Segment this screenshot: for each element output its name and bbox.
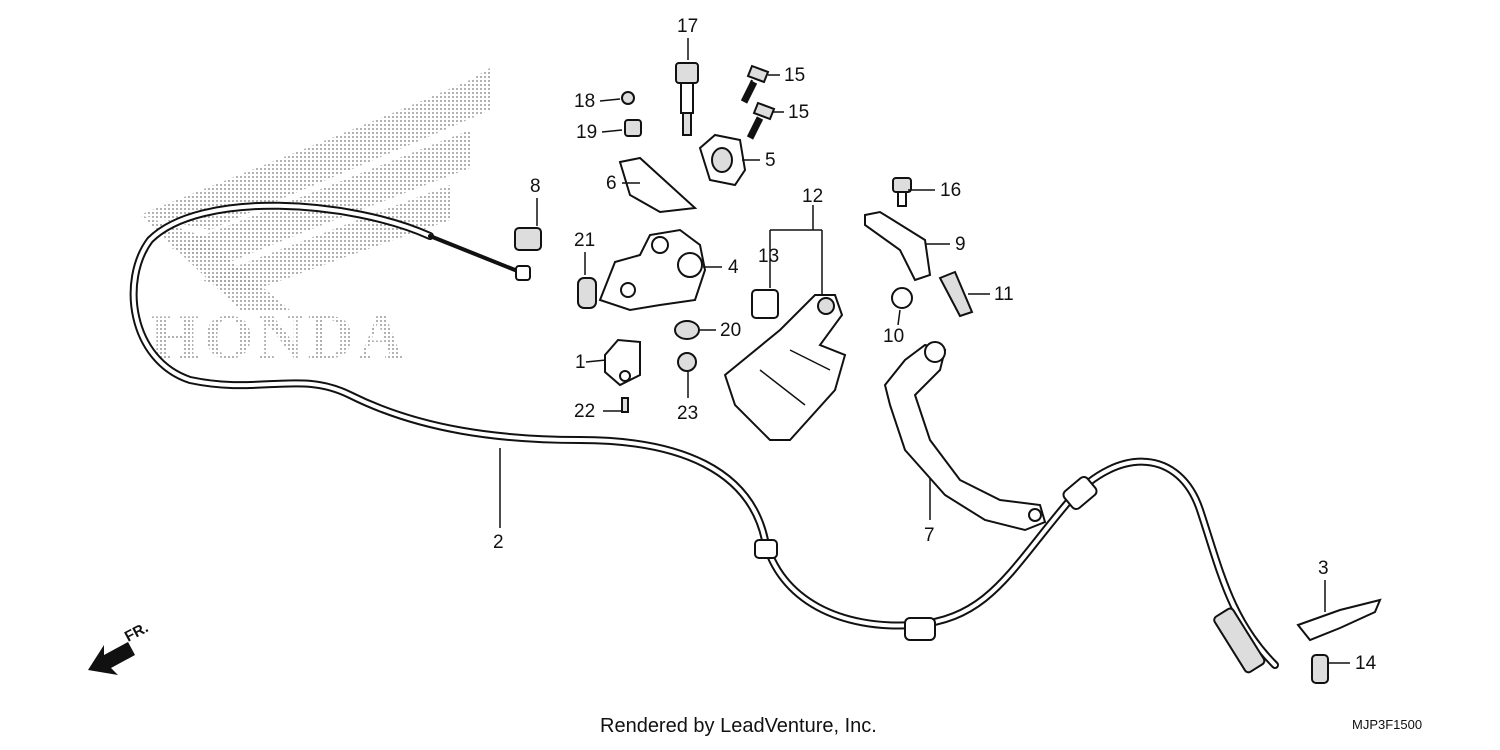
- callout-20: 20: [720, 320, 741, 341]
- part-5-clamp: [698, 133, 747, 187]
- part-12-bracket: [723, 294, 847, 441]
- callout-19: 19: [576, 122, 597, 143]
- callout-18: 18: [574, 91, 595, 112]
- part-23-collar: [677, 352, 697, 372]
- footer-credit: Rendered by LeadVenture, Inc.: [600, 715, 877, 737]
- callout-15-lower: 15: [788, 102, 809, 123]
- part-8-adjuster: [514, 227, 542, 251]
- front-direction-indicator: FR.: [88, 619, 151, 675]
- part-6-plate: [618, 156, 698, 214]
- clutch-cable: [129, 201, 1279, 674]
- part-3-bracket: [1296, 598, 1382, 642]
- callout-5: 5: [765, 150, 776, 171]
- callout-15-upper: 15: [784, 65, 805, 86]
- callout-11: 11: [994, 284, 1014, 305]
- callout-1: 1: [575, 352, 586, 373]
- part-15-bolt-lower: [752, 101, 776, 121]
- callout-4: 4: [728, 257, 739, 278]
- callout-13: 13: [758, 246, 779, 267]
- arrow-left-icon: [88, 642, 135, 675]
- callout-12: 12: [802, 186, 823, 207]
- part-17-bolt: [675, 62, 699, 136]
- callout-6: 6: [606, 173, 617, 194]
- leader-lines: [499, 38, 1350, 664]
- callout-9: 9: [955, 234, 966, 255]
- honda-wing-logo: HONDA: [140, 68, 490, 372]
- callout-8: 8: [530, 176, 541, 197]
- diagram-code: MJP3F1500: [1352, 717, 1422, 732]
- part-22-screw: [621, 397, 629, 413]
- callout-labels: 1 2 3 4 5 6 7 8 9 10 11 12 13 14 15 15 1…: [493, 16, 1377, 674]
- callout-3: 3: [1318, 558, 1329, 579]
- callout-10: 10: [883, 326, 904, 347]
- front-label: FR.: [122, 619, 151, 645]
- part-14-bolt: [1311, 654, 1329, 684]
- callout-2: 2: [493, 532, 504, 553]
- part-21-nut: [577, 277, 597, 309]
- part-20-grommet: [674, 320, 700, 340]
- callout-16: 16: [940, 180, 961, 201]
- part-7-lever: [883, 341, 1047, 532]
- part-10-spring: [891, 287, 913, 309]
- callout-23: 23: [677, 403, 698, 424]
- callout-7: 7: [924, 525, 935, 546]
- part-16-bolt: [892, 177, 912, 207]
- part-19-bolt: [624, 119, 642, 137]
- part-9-plate: [864, 210, 932, 282]
- callout-21: 21: [574, 230, 595, 251]
- honda-logo-text: HONDA: [150, 301, 408, 372]
- part-13-pad: [751, 289, 779, 319]
- callout-17: 17: [677, 16, 698, 37]
- part-1-switch: [604, 338, 641, 387]
- callout-22: 22: [574, 401, 595, 422]
- part-11-spacer: [938, 270, 974, 318]
- part-18-screw: [621, 91, 635, 105]
- part-4-lever-holder: [598, 228, 707, 312]
- callout-14: 14: [1355, 653, 1377, 674]
